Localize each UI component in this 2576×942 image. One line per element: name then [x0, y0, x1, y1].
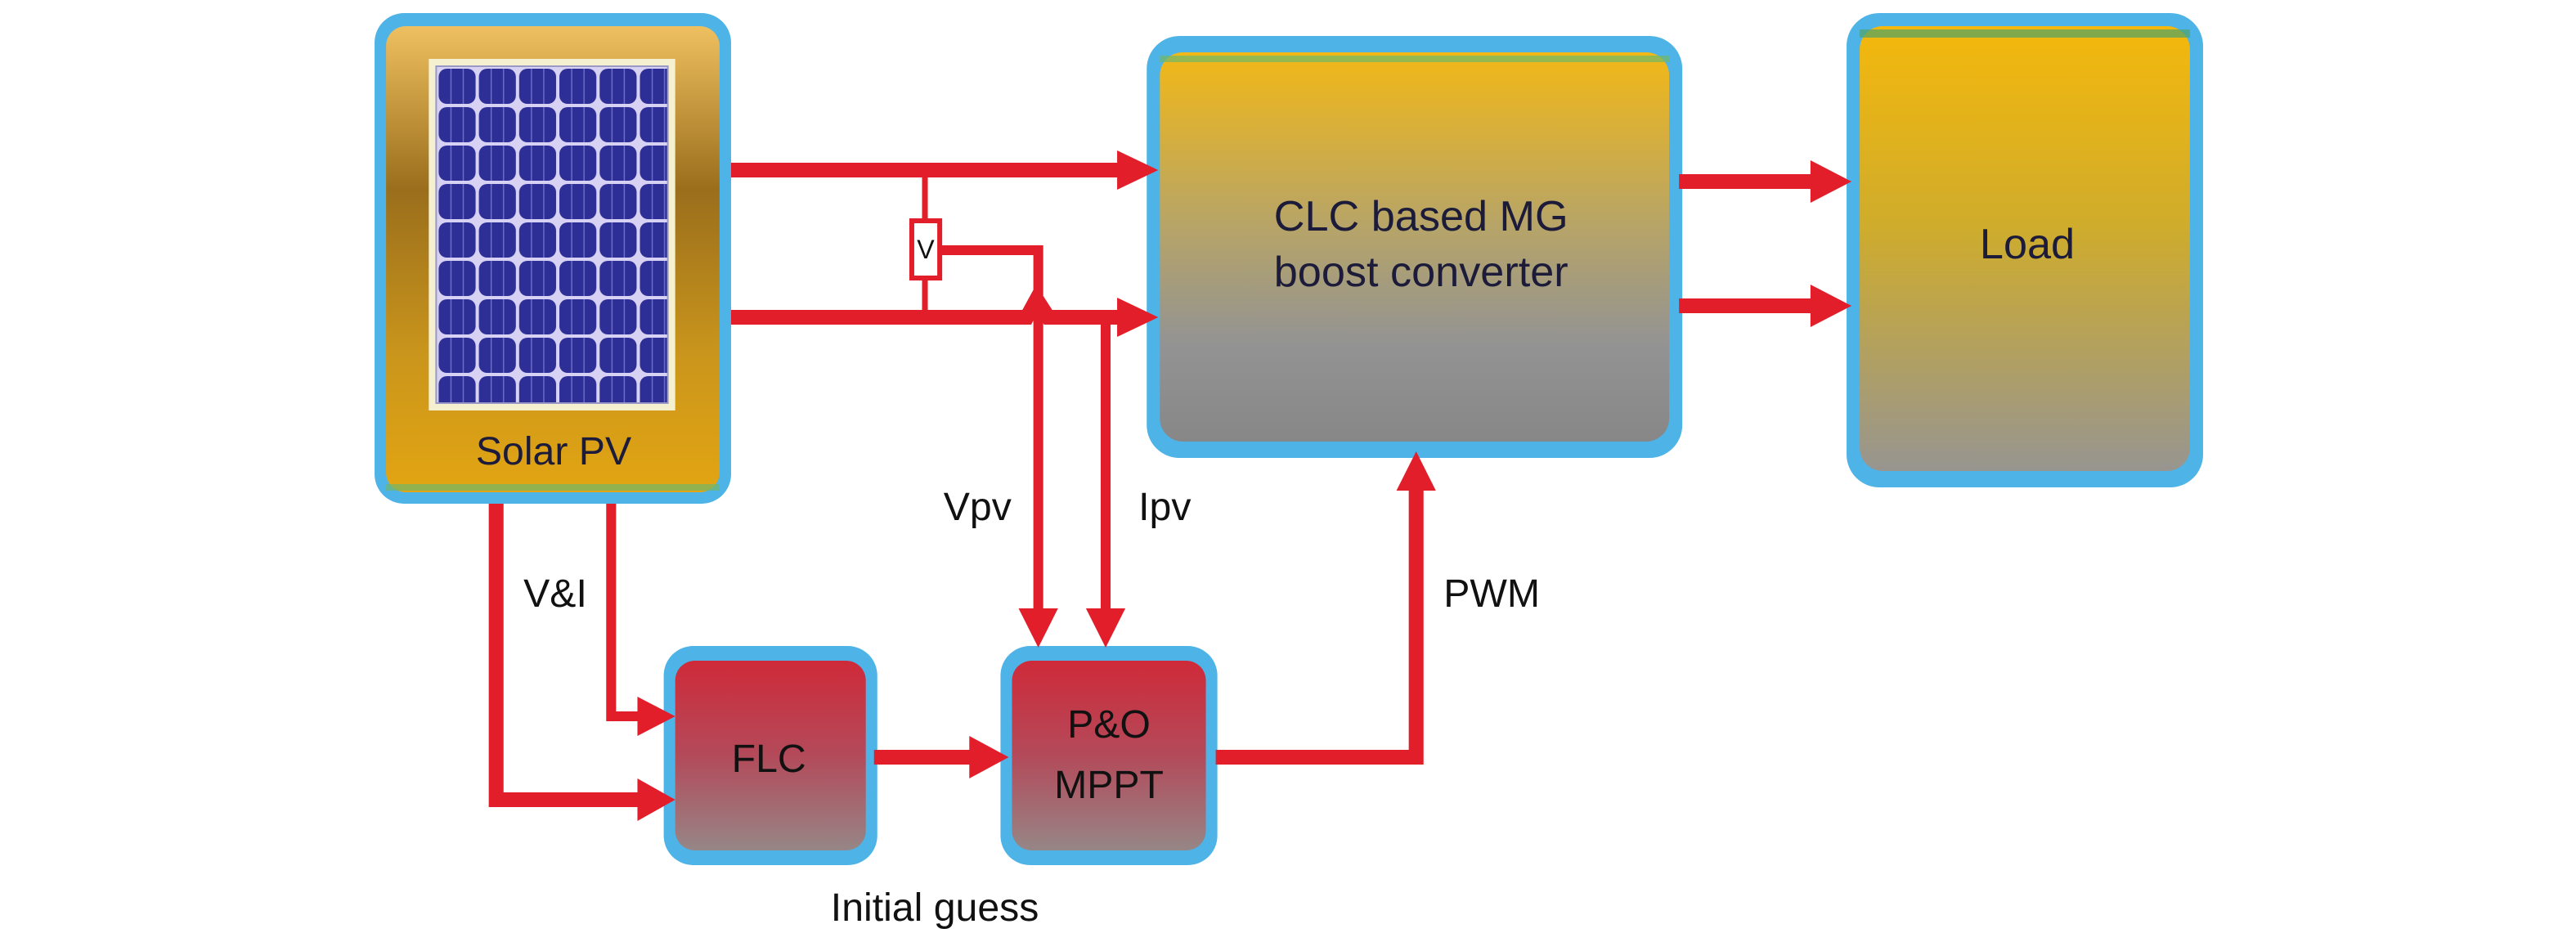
arrowhead-load-bottom	[1810, 285, 1852, 327]
arrowhead-vpv	[1018, 608, 1058, 648]
arrowhead-pv-positive	[1117, 150, 1159, 190]
solar-pv-label: Solar PV	[476, 429, 631, 473]
converter-label-line1: CLC based MG	[1274, 193, 1568, 240]
pwm-label: PWM	[1443, 572, 1540, 616]
load-block: Load	[1847, 13, 2203, 487]
converter-block: CLC based MG boost converter	[1147, 36, 1683, 458]
voltage-sensor: V	[909, 218, 943, 280]
pwm-wire	[1215, 487, 1424, 765]
arrowhead-load-top	[1810, 160, 1852, 203]
ipv-label: Ipv	[1138, 485, 1191, 529]
vi-wire-current	[488, 504, 641, 807]
arrowhead-vi-current	[637, 778, 675, 821]
mppt-block: P&O MPPT	[1000, 646, 1218, 865]
solar-panel-icon	[429, 59, 675, 410]
mppt-label-line2: MPPT	[1054, 763, 1164, 807]
converter-label-line2: boost converter	[1274, 249, 1568, 296]
solar-pv-block: Solar PV	[375, 13, 731, 504]
arrowhead-pv-negative	[1117, 298, 1159, 337]
arrowhead-flc-mppt	[969, 736, 1009, 778]
voltage-sensor-label: V	[917, 235, 935, 264]
vi-label: V&I	[523, 572, 587, 616]
arrowhead-ipv	[1085, 608, 1126, 648]
flc-label: FLC	[732, 737, 806, 781]
flc-block: FLC	[663, 646, 877, 865]
mppt-label-line1: P&O	[1067, 702, 1151, 747]
arrowhead-vi-voltage	[637, 697, 675, 736]
initial-guess-label: Initial guess	[831, 886, 1039, 930]
vi-wire-voltage	[606, 504, 641, 721]
vpv-wire	[940, 245, 1043, 613]
vpv-label: Vpv	[944, 485, 1012, 529]
load-label: Load	[1980, 221, 2075, 268]
arrowhead-pwm	[1396, 451, 1436, 491]
